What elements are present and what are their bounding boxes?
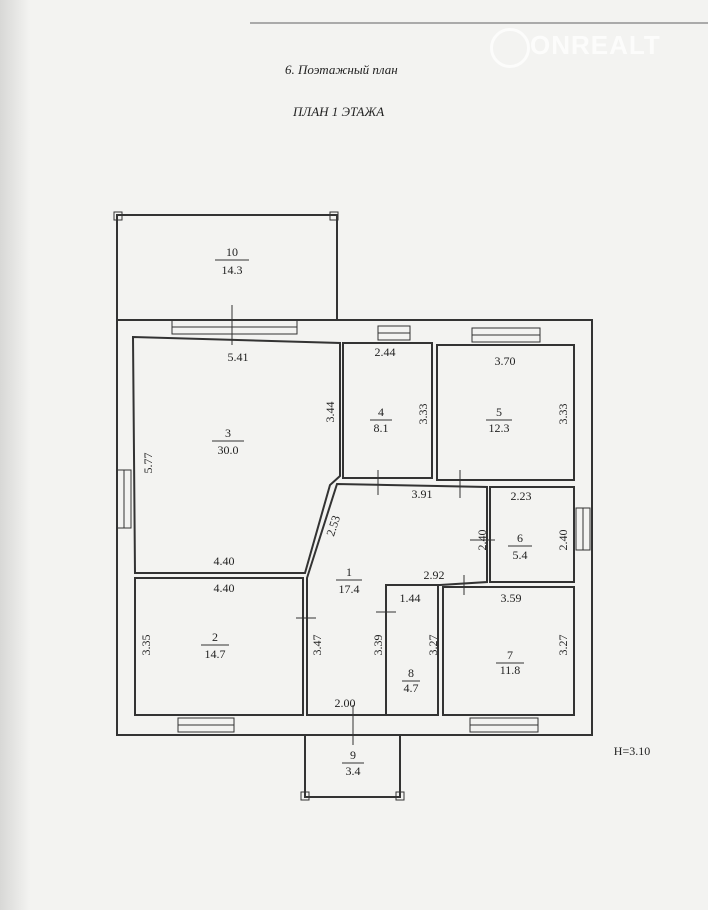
svg-text:4.40: 4.40 — [214, 554, 235, 568]
svg-text:3.35: 3.35 — [139, 635, 153, 656]
svg-text:10: 10 — [226, 245, 238, 259]
svg-text:14.7: 14.7 — [205, 647, 226, 661]
room-label-8: 84.7 — [402, 666, 420, 695]
svg-text:3.39: 3.39 — [371, 635, 385, 656]
room-label-10: 10 14.3 — [215, 245, 249, 277]
svg-text:6: 6 — [517, 531, 523, 545]
svg-text:2: 2 — [212, 630, 218, 644]
svg-text:3.33: 3.33 — [556, 404, 570, 425]
windows — [116, 305, 591, 745]
room-label-9: 93.4 — [342, 748, 364, 778]
section-title: 6. Поэтажный план — [285, 62, 398, 77]
svg-text:5.41: 5.41 — [228, 350, 249, 364]
svg-text:9: 9 — [350, 748, 356, 762]
room-label-3: 330.0 — [212, 426, 244, 457]
svg-text:7: 7 — [507, 648, 513, 662]
interior-walls — [131, 335, 575, 716]
svg-text:2.92: 2.92 — [424, 568, 445, 582]
page-top-rule — [250, 22, 708, 24]
svg-text:2.40: 2.40 — [475, 530, 489, 551]
dimension-labels: 5.41 3.44 5.77 4.40 2.53 2.44 3.33 3.70 … — [139, 345, 570, 710]
svg-text:3.59: 3.59 — [501, 591, 522, 605]
room-label-4: 48.1 — [370, 405, 392, 435]
svg-text:2.00: 2.00 — [335, 696, 356, 710]
svg-text:3: 3 — [225, 426, 231, 440]
room-label-6: 65.4 — [508, 531, 532, 562]
svg-text:2.44: 2.44 — [375, 345, 396, 359]
room-label-1: 117.4 — [336, 565, 362, 596]
ceiling-height-note: H=3.10 — [614, 744, 650, 758]
plan-title: ПЛАН 1 ЭТАЖА — [293, 104, 385, 119]
room-label-2: 214.7 — [201, 630, 229, 661]
svg-text:4: 4 — [378, 405, 384, 419]
svg-text:3.91: 3.91 — [412, 487, 433, 501]
svg-text:3.4: 3.4 — [346, 764, 361, 778]
svg-text:17.4: 17.4 — [339, 582, 360, 596]
svg-text:2.23: 2.23 — [511, 489, 532, 503]
room-label-7: 711.8 — [496, 648, 524, 677]
outer-wall — [116, 319, 593, 736]
svg-text:5: 5 — [496, 405, 502, 419]
svg-text:8: 8 — [408, 666, 414, 680]
page-edge-shadow — [0, 0, 30, 910]
svg-text:3.27: 3.27 — [556, 635, 570, 656]
svg-text:14.3: 14.3 — [222, 263, 243, 277]
svg-text:2.40: 2.40 — [556, 530, 570, 551]
porch-outline — [300, 735, 405, 801]
svg-text:5.4: 5.4 — [513, 548, 528, 562]
svg-text:3.44: 3.44 — [323, 402, 337, 423]
svg-text:11.8: 11.8 — [500, 663, 521, 677]
svg-text:3.47: 3.47 — [310, 635, 324, 656]
balcony-outline — [113, 211, 339, 320]
room-label-5: 512.3 — [486, 405, 512, 435]
watermark-house-icon — [490, 28, 530, 68]
svg-text:12.3: 12.3 — [489, 421, 510, 435]
svg-text:4.40: 4.40 — [214, 581, 235, 595]
svg-text:3.27: 3.27 — [426, 635, 440, 656]
svg-text:8.1: 8.1 — [374, 421, 389, 435]
svg-text:4.7: 4.7 — [404, 681, 419, 695]
svg-text:3.70: 3.70 — [495, 354, 516, 368]
svg-text:1: 1 — [346, 565, 352, 579]
svg-text:3.33: 3.33 — [416, 404, 430, 425]
svg-text:30.0: 30.0 — [218, 443, 239, 457]
svg-text:1.44: 1.44 — [400, 591, 421, 605]
svg-text:2.53: 2.53 — [323, 514, 343, 538]
svg-text:5.77: 5.77 — [141, 453, 155, 474]
watermark: ONREALT — [530, 30, 661, 60]
